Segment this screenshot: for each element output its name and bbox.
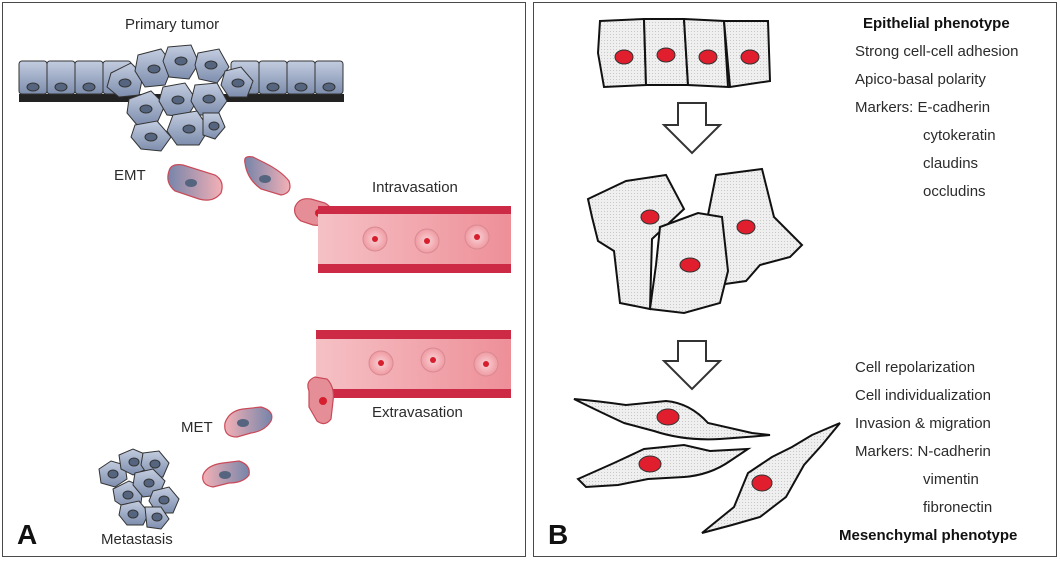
mesenchymal-line-repolarization: Cell repolarization (855, 359, 976, 376)
epithelial-marker-claudins: claudins (923, 155, 979, 172)
blood-vessel-intravasation (318, 206, 511, 273)
label-primary-tumor: Primary tumor (125, 16, 220, 33)
mesenchymal-line-invasion: Invasion & migration (855, 415, 991, 432)
emt-cells (167, 156, 334, 226)
epithelial-line-markers: Markers: E-cadherin (855, 99, 991, 116)
panel-a-illustration (18, 44, 511, 530)
metastasis-cluster (98, 448, 180, 530)
label-metastasis: Metastasis (101, 531, 173, 548)
extravasating-cell (307, 376, 334, 425)
mesenchymal-line-individualization: Cell individualization (855, 387, 991, 404)
met-cells (202, 406, 273, 488)
label-met: MET (181, 419, 213, 436)
epithelial-marker-occludins: occludins (923, 183, 986, 200)
epithelial-cells (596, 17, 772, 89)
blood-vessel-extravasation (316, 330, 511, 398)
epithelial-line-adhesion: Strong cell-cell adhesion (855, 43, 1019, 60)
mesenchymal-line-markers: Markers: N-cadherin (855, 443, 991, 460)
transitional-cells (586, 167, 804, 315)
mesenchymal-marker-fibronectin: fibronectin (923, 499, 993, 516)
label-emt: EMT (114, 167, 146, 184)
panel-letter-a: A (17, 519, 38, 550)
mesenchymal-cells (573, 398, 841, 534)
primary-tumor-mass (106, 44, 254, 152)
label-extravasation: Extravasation (372, 404, 463, 421)
down-arrow-2 (661, 340, 723, 391)
epithelial-marker-cytokeratin: cytokeratin (923, 127, 996, 144)
label-intravasation: Intravasation (372, 179, 458, 196)
panel-letter-b: B (548, 519, 569, 550)
panel-a: Primary tumor EMT Intravasation MET Extr… (2, 2, 526, 557)
epithelial-phenotype-title: Epithelial phenotype (863, 15, 1010, 32)
mesenchymal-phenotype-title: Mesenchymal phenotype (839, 527, 1018, 544)
panel-b: Epithelial phenotype Strong cell-cell ad… (533, 2, 1057, 557)
panel-b-illustration (573, 17, 841, 534)
down-arrow-1 (661, 102, 723, 155)
mesenchymal-marker-vimentin: vimentin (923, 471, 979, 488)
epithelial-line-polarity: Apico-basal polarity (855, 71, 986, 88)
